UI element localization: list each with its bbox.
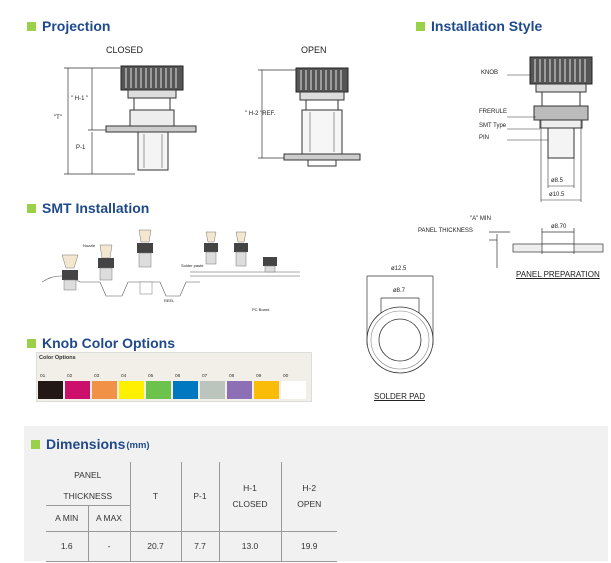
h2-label: " H-2 "REF. — [245, 111, 276, 117]
color-swatch[interactable] — [92, 381, 117, 399]
color-options-header: Color Options — [39, 355, 76, 361]
a-min-label: "A" MIN — [470, 216, 491, 222]
color-swatches — [38, 381, 308, 399]
color-swatch[interactable] — [119, 381, 144, 399]
installation-style-title: Installation Style — [416, 18, 542, 34]
t-header: T — [129, 462, 181, 531]
panel-preparation-caption: PANEL PREPARATION — [516, 270, 600, 279]
dimensions-title-text: Dimensions — [46, 436, 126, 452]
swatch-number: 03 — [94, 374, 100, 379]
color-swatch[interactable] — [281, 381, 306, 399]
dia-105-label: ø10.5 — [549, 192, 565, 198]
cell-p1: 7.7 — [180, 530, 219, 562]
color-options-panel: Color Options 01 02 03 04 05 06 07 08 09… — [36, 352, 312, 402]
pad-inner-dia-label: ø8.7 — [393, 288, 406, 294]
pin-callout: PIN — [479, 135, 490, 141]
panel-dia-label: ø8.70 — [551, 224, 567, 230]
color-swatch[interactable] — [65, 381, 90, 399]
h1-header-top: H-1 — [243, 483, 257, 494]
dimensions-title: Dimensions (mm) — [31, 436, 150, 452]
h1-header: H-1 CLOSED — [218, 462, 281, 531]
swatch-number: 08 — [229, 374, 235, 379]
swatch-number: 06 — [175, 374, 181, 379]
bullet-square — [31, 439, 40, 449]
h2-header-bottom: OPEN — [297, 499, 322, 510]
panel-header-top: PANEL — [74, 469, 102, 480]
projection-title: Projection — [27, 18, 110, 34]
dimensions-table: PANEL T P-1 H-1 CLOSED H-2 OPEN THICKNES… — [46, 462, 337, 562]
h1-label: " H-1 " — [71, 96, 89, 102]
t-label: "T" — [54, 115, 62, 121]
knob-color-title: Knob Color Options — [27, 335, 175, 351]
smt-type-callout: SMT Type — [479, 123, 507, 129]
dimensions-unit: (mm) — [126, 440, 150, 451]
h2-header: H-2 OPEN — [280, 462, 337, 531]
swatch-number: 07 — [202, 374, 208, 379]
knob-callout: KNOB — [481, 70, 499, 76]
pc-board-label: PC Board — [252, 307, 270, 312]
cell-a-min: 1.6 — [46, 530, 88, 562]
cell-h2: 19.9 — [280, 530, 337, 562]
bullet-square — [27, 21, 36, 31]
reel-label: REEL — [164, 298, 175, 303]
dimensions-panel: Dimensions (mm) PANEL T P-1 H-1 CLOSED H… — [24, 426, 608, 562]
bullet-square — [27, 338, 36, 348]
pad-outer-dia-label: ø12.5 — [391, 266, 407, 272]
cell-a-max: - — [87, 530, 130, 562]
swatch-number: 09 — [256, 374, 262, 379]
bullet-square — [416, 21, 425, 31]
h2-header-top: H-2 — [302, 483, 317, 494]
swatch-number: 02 — [67, 374, 73, 379]
smt-installation-title: SMT Installation — [27, 200, 149, 216]
nozzle-label: Nozzle — [83, 243, 96, 248]
cell-h1: 13.0 — [218, 530, 281, 562]
color-swatch[interactable] — [254, 381, 279, 399]
a-max-header: A MAX — [87, 505, 130, 532]
swatch-numbers: 01 02 03 04 05 06 07 08 09 00 — [40, 374, 310, 379]
ferrule-callout: FRERULE — [479, 109, 508, 115]
swatch-number: 00 — [283, 374, 289, 379]
p1-label: P-1 — [76, 145, 86, 151]
p1-header: P-1 — [180, 462, 219, 531]
dia-85-label: ø8.5 — [551, 178, 564, 184]
a-min-header: A MIN — [46, 505, 88, 532]
h1-header-bottom: CLOSED — [232, 499, 268, 510]
installation-style-title-text: Installation Style — [431, 18, 543, 34]
bullet-square — [27, 203, 36, 213]
swatch-number: 04 — [121, 374, 127, 379]
panel-thickness-label: PANEL THICKNESS — [418, 228, 473, 234]
color-swatch[interactable] — [38, 381, 63, 399]
solder-paste-label: Solder paste — [181, 263, 204, 268]
solder-pad-caption: SOLDER PAD — [374, 392, 425, 401]
closed-label: CLOSED — [106, 45, 144, 55]
smt-installation-title-text: SMT Installation — [42, 200, 150, 216]
color-swatch[interactable] — [200, 381, 225, 399]
cell-t: 20.7 — [129, 530, 181, 562]
knob-color-title-text: Knob Color Options — [42, 335, 175, 351]
projection-title-text: Projection — [42, 18, 111, 34]
color-swatch[interactable] — [227, 381, 252, 399]
color-swatch[interactable] — [173, 381, 198, 399]
swatch-number: 01 — [40, 374, 46, 379]
panel-header-bottom: THICKNESS — [46, 487, 130, 506]
open-label: OPEN — [301, 45, 327, 55]
swatch-number: 05 — [148, 374, 154, 379]
color-swatch[interactable] — [146, 381, 171, 399]
